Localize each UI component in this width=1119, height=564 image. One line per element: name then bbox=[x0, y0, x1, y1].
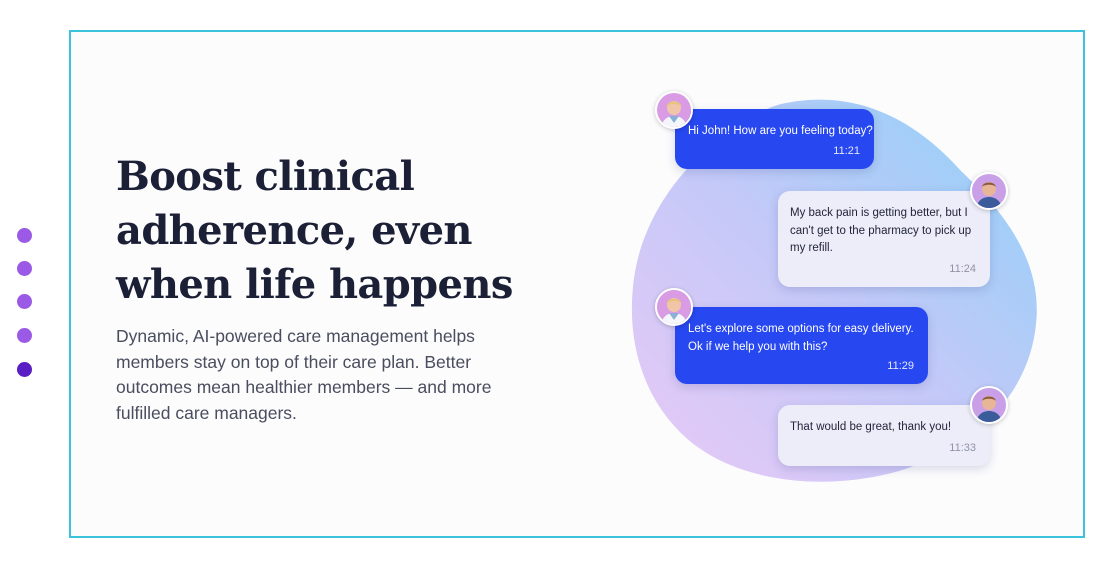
chat-message-2-time: 11:24 bbox=[949, 262, 976, 275]
carousel-dot-4[interactable] bbox=[17, 328, 32, 343]
chat-message-4-time: 11:33 bbox=[949, 441, 976, 454]
description-line-2: members stay on top of their care plan. … bbox=[116, 351, 472, 372]
doctor-avatar-icon bbox=[657, 93, 691, 127]
carousel-pagination bbox=[17, 228, 33, 378]
chat-message-3: Let's explore some options for easy deli… bbox=[675, 307, 928, 384]
description-line-3: outcomes mean healthier members — and mo… bbox=[116, 377, 492, 397]
description-line-1: Dynamic, AI-powered care management help… bbox=[116, 326, 475, 346]
care-manager-avatar bbox=[655, 288, 693, 326]
headline-line-1: Boost clinical bbox=[116, 153, 415, 200]
doctor-avatar-icon bbox=[657, 290, 691, 324]
chat-message-2-line-3: my refill. bbox=[790, 242, 833, 254]
carousel-dot-5-active[interactable] bbox=[17, 362, 32, 377]
chat-message-1-text: Hi John! How are you feeling today? bbox=[688, 125, 873, 137]
hero-headline: Boost clinical adherence, even when life… bbox=[116, 150, 556, 312]
chat-message-4-text: That would be great, thank you! bbox=[790, 421, 952, 433]
description-line-4: fulfilled care managers. bbox=[116, 402, 297, 423]
headline-line-2: adherence, even bbox=[116, 207, 473, 254]
chat-message-2: My back pain is getting better, but I ca… bbox=[778, 191, 990, 287]
carousel-dot-2[interactable] bbox=[17, 261, 32, 276]
member-avatar-icon bbox=[972, 174, 1006, 208]
hero-description: Dynamic, AI-powered care management help… bbox=[116, 324, 556, 426]
care-manager-avatar bbox=[655, 91, 693, 129]
chat-message-3-line-2: Ok if we help you with this? bbox=[688, 340, 828, 353]
chat-message-1-time: 11:21 bbox=[833, 144, 860, 157]
member-avatar bbox=[970, 386, 1008, 424]
chat-message-4: That would be great, thank you! 11:33 bbox=[778, 405, 990, 466]
headline-line-3: when life happens bbox=[116, 261, 513, 308]
member-avatar bbox=[970, 172, 1008, 210]
chat-message-2-line-2: can't get to the pharmacy to pick up bbox=[790, 224, 972, 237]
chat-message-3-time: 11:29 bbox=[887, 359, 914, 372]
member-avatar-icon bbox=[972, 388, 1006, 422]
carousel-dot-3[interactable] bbox=[17, 294, 32, 309]
chat-message-1: Hi John! How are you feeling today? 11:2… bbox=[675, 109, 874, 169]
carousel-dot-1[interactable] bbox=[17, 228, 32, 243]
chat-message-2-line-1: My back pain is getting better, but I bbox=[790, 207, 968, 219]
chat-message-3-line-1: Let's explore some options for easy deli… bbox=[688, 323, 914, 335]
